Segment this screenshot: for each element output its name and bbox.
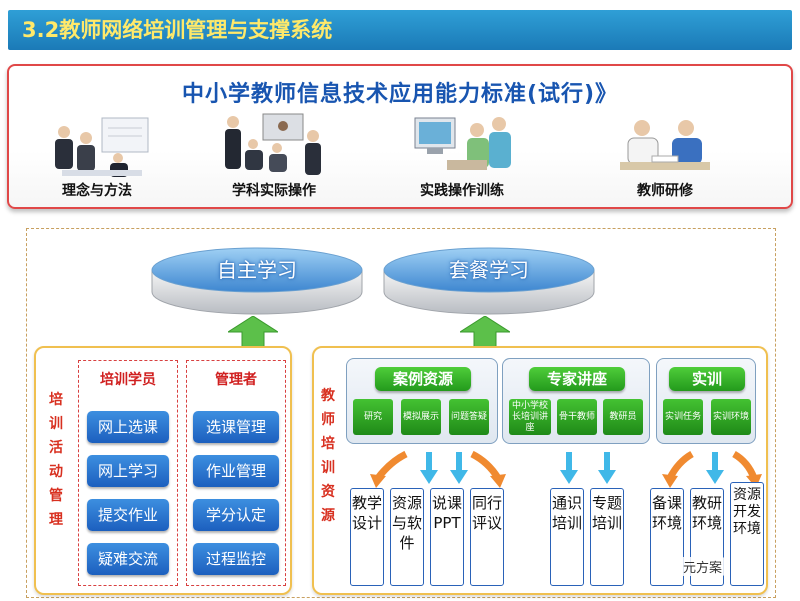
- practice-label: 实践操作训练: [420, 183, 504, 199]
- practical-training-header[interactable]: 实训: [669, 367, 745, 391]
- output-peer-review[interactable]: 同行评议: [470, 488, 504, 586]
- course-management-button[interactable]: 选课管理: [193, 411, 279, 443]
- up-arrow-icon: [460, 316, 510, 348]
- principal-lecture-item[interactable]: 中小学校长培训讲座: [509, 399, 551, 435]
- case-resources-header[interactable]: 案例资源: [375, 367, 471, 391]
- meeting-icon: [55, 117, 149, 177]
- trainee-column: 培训学员 网上选课 网上学习 提交作业 疑难交流: [78, 360, 178, 586]
- disk-icon: [383, 247, 595, 315]
- admin-column: 管理者 选课管理 作业管理 学分认定 过程监控: [186, 360, 286, 586]
- training-management-label: 培训活动管理: [49, 392, 63, 528]
- credit-certification-button[interactable]: 学分认定: [193, 499, 279, 531]
- qa-exchange-button[interactable]: 疑难交流: [87, 543, 169, 575]
- practice-hands-on-training: 实践操作训练: [392, 112, 532, 200]
- system-frame: [26, 228, 776, 598]
- up-arrow-icon: [228, 316, 278, 348]
- trainee-header: 培训学员: [100, 372, 156, 388]
- training-management-panel: 培训活动管理 培训学员 网上选课 网上学习 提交作业 疑难交流 管理者 选课管理…: [34, 346, 292, 595]
- backbone-teacher-item[interactable]: 骨干教师: [557, 399, 597, 435]
- practice-label: 理念与方法: [62, 183, 132, 199]
- practice-label: 教师研修: [637, 183, 693, 199]
- output-lesson-prep-env[interactable]: 备课环境: [650, 488, 684, 586]
- simulation-item[interactable]: 模拟展示: [401, 399, 441, 435]
- presentation-icon: [225, 113, 321, 175]
- training-resources-panel: 教师培训资源 案例资源 研究 模拟展示 问题答疑 专家讲座 中小学校长培训讲座 …: [312, 346, 768, 595]
- online-learning-button[interactable]: 网上学习: [87, 455, 169, 487]
- collaboration-icon: [620, 120, 710, 170]
- researcher-item[interactable]: 教研员: [603, 399, 643, 435]
- output-resource-dev-env[interactable]: 资源开发环境: [730, 482, 764, 586]
- output-special-training[interactable]: 专题培训: [590, 488, 624, 586]
- process-monitoring-button[interactable]: 过程监控: [193, 543, 279, 575]
- training-environment-item[interactable]: 实训环境: [711, 399, 751, 435]
- admin-header: 管理者: [215, 372, 257, 388]
- slide-title: 3.2教师网络培训管理与支撑系统: [8, 10, 792, 50]
- practice-teacher-research: 教师研修: [595, 114, 735, 200]
- homework-management-button[interactable]: 作业管理: [193, 455, 279, 487]
- expert-lectures-header[interactable]: 专家讲座: [529, 367, 625, 391]
- output-resources-software[interactable]: 资源与软件: [390, 488, 424, 586]
- submit-homework-button[interactable]: 提交作业: [87, 499, 169, 531]
- package-study-label: 套餐学习: [449, 258, 529, 282]
- output-lesson-ppt[interactable]: 说课PPT: [430, 488, 464, 586]
- disk-icon: [151, 247, 363, 315]
- package-study-platform: 套餐学习: [380, 244, 598, 316]
- practice-label: 学科实际操作: [232, 183, 316, 199]
- standard-panel: 中小学教师信息技术应用能力标准(试行)》 理念与方法 学科实际操作: [7, 64, 793, 209]
- watermark: 元方案: [680, 557, 726, 576]
- case-resources-group: 案例资源 研究 模拟展示 问题答疑: [346, 358, 498, 444]
- flow-arrows: [370, 450, 762, 488]
- self-study-label: 自主学习: [217, 258, 297, 282]
- practice-subject-operation: 学科实际操作: [204, 110, 344, 200]
- training-resources-label: 教师培训资源: [321, 388, 335, 524]
- research-item[interactable]: 研究: [353, 399, 393, 435]
- computer-training-icon: [414, 117, 511, 170]
- self-study-platform: 自主学习: [148, 244, 366, 316]
- output-general-training[interactable]: 通识培训: [550, 488, 584, 586]
- practical-training-group: 实训 实训任务 实训环境: [656, 358, 756, 444]
- online-course-selection-button[interactable]: 网上选课: [87, 411, 169, 443]
- output-teaching-design[interactable]: 教学设计: [350, 488, 384, 586]
- qa-item[interactable]: 问题答疑: [449, 399, 489, 435]
- practice-concept-method: 理念与方法: [27, 116, 167, 200]
- training-task-item[interactable]: 实训任务: [663, 399, 703, 435]
- standard-title: 中小学教师信息技术应用能力标准(试行)》: [181, 82, 619, 107]
- expert-lectures-group: 专家讲座 中小学校长培训讲座 骨干教师 教研员: [502, 358, 650, 444]
